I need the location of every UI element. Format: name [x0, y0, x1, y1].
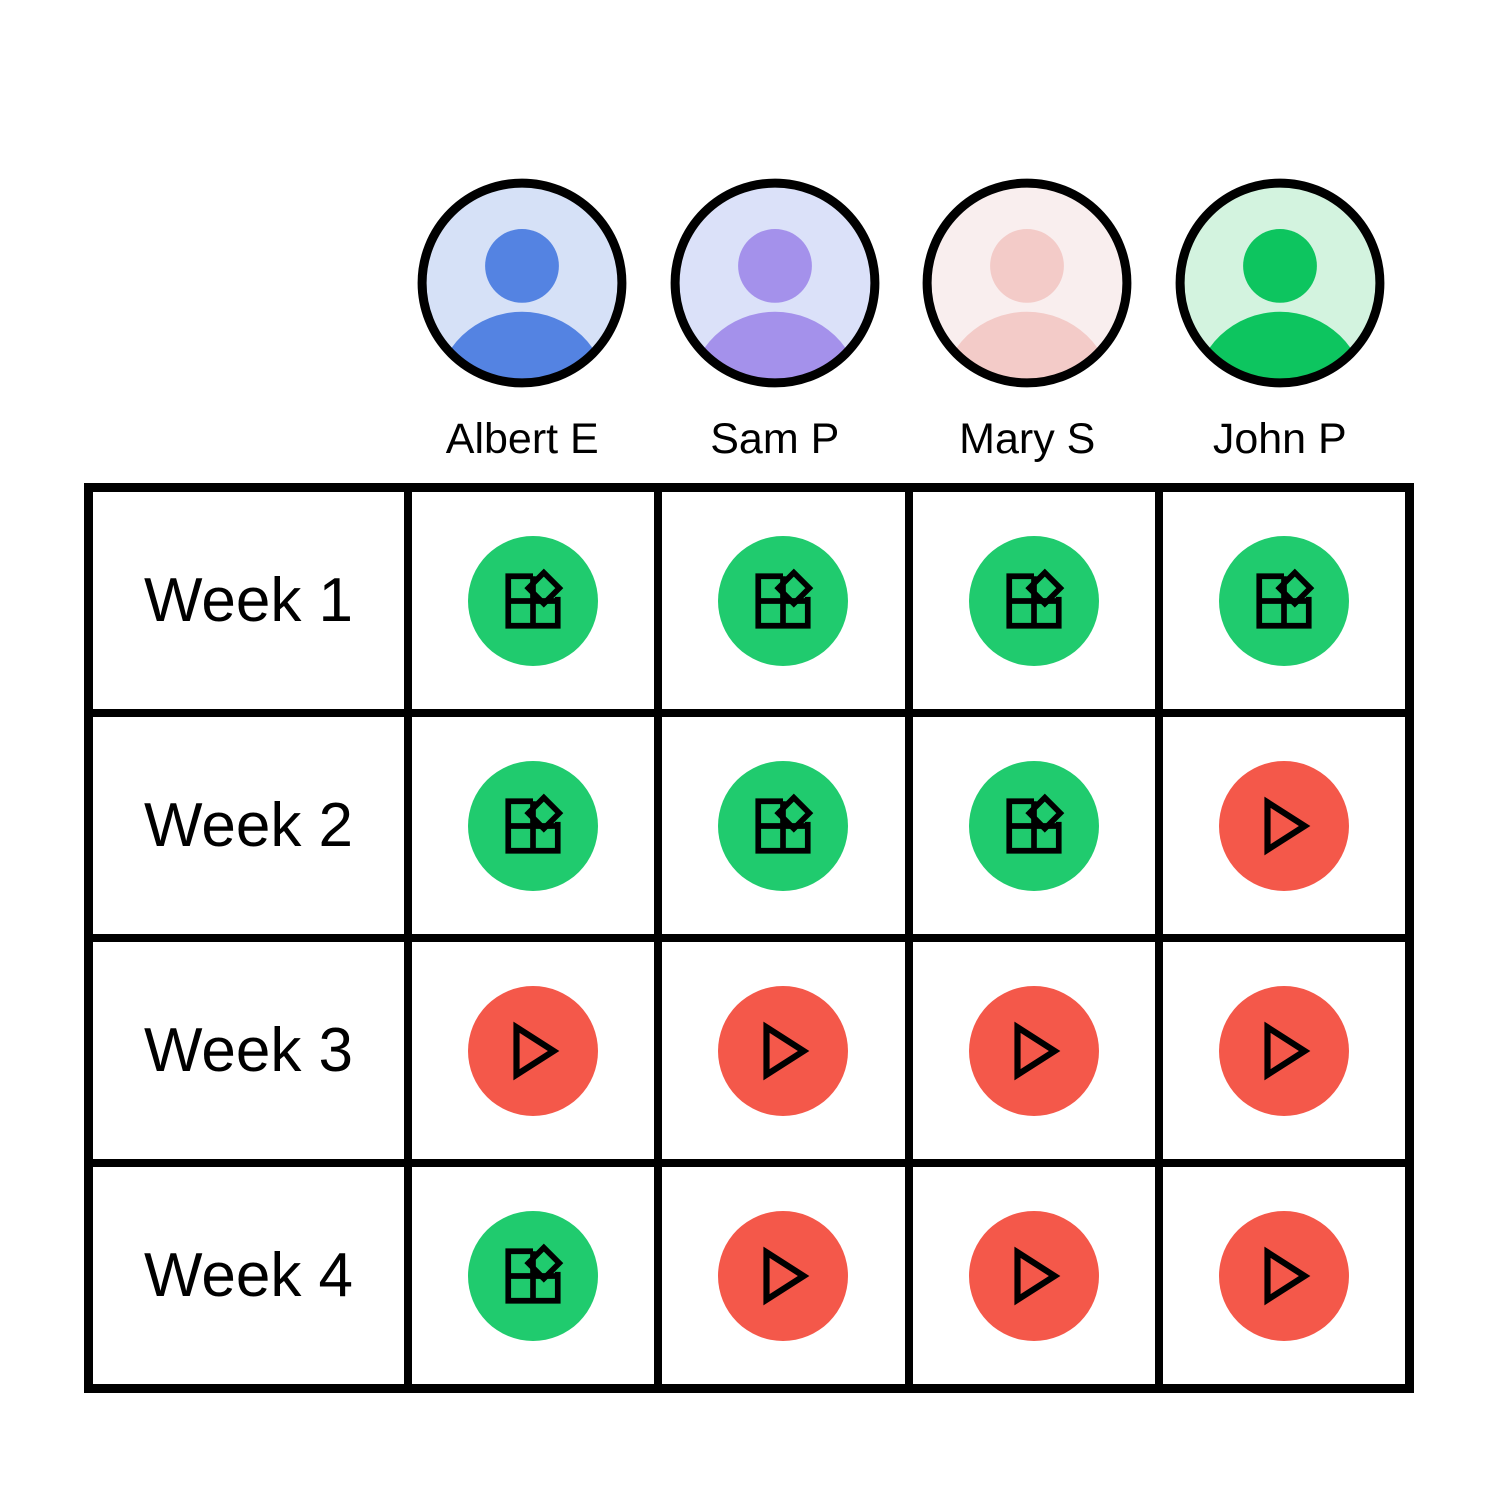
status-circle-done[interactable]: [968, 535, 1099, 666]
status-cell: [1162, 942, 1405, 1159]
row-label-week-3: Week 3: [93, 942, 404, 1159]
status-cell: [912, 717, 1155, 934]
avatar: [1175, 178, 1385, 388]
status-circle-done[interactable]: [468, 535, 599, 666]
play-icon: [1014, 1021, 1060, 1080]
status-cell: [912, 942, 1155, 1159]
status-cell: [912, 1167, 1155, 1384]
status-circle-pending[interactable]: [968, 1210, 1099, 1341]
status-cell: [912, 492, 1155, 709]
blocks-icon: [505, 793, 564, 854]
status-circle-pending[interactable]: [718, 985, 849, 1116]
play-icon: [763, 1021, 810, 1080]
row-label-week-1: Week 1: [93, 492, 404, 709]
avatar: [670, 178, 880, 388]
status-cell: [412, 1167, 655, 1384]
blocks-icon: [1006, 568, 1064, 629]
row-label-week-2: Week 2: [93, 717, 404, 934]
status-circle-done[interactable]: [718, 535, 849, 666]
person-sam-p[interactable]: Sam P: [649, 175, 902, 464]
status-cell: [412, 492, 655, 709]
status-circle-pending[interactable]: [968, 985, 1099, 1116]
status-circle-done[interactable]: [468, 760, 599, 891]
avatar: [922, 178, 1132, 388]
status-cell: [1162, 717, 1405, 934]
person-albert-e[interactable]: Albert E: [396, 175, 649, 464]
status-circle-pending[interactable]: [1218, 1210, 1349, 1341]
status-cell: [662, 942, 905, 1159]
status-circle-done[interactable]: [968, 760, 1099, 891]
person-name: John P: [1212, 415, 1347, 463]
status-cell: [1162, 1167, 1405, 1384]
blocks-icon: [755, 568, 814, 629]
blocks-icon: [505, 568, 564, 629]
status-circle-pending[interactable]: [718, 1210, 849, 1341]
row-label-week-4: Week 4: [93, 1167, 404, 1384]
status-cell: [1162, 492, 1405, 709]
status-cell: [662, 1167, 905, 1384]
status-cell: [412, 942, 655, 1159]
play-icon: [513, 1021, 560, 1080]
blocks-icon: [1256, 568, 1315, 629]
blocks-icon: [1006, 793, 1064, 854]
status-circle-pending[interactable]: [468, 985, 599, 1116]
person-name: Mary S: [959, 415, 1096, 463]
status-circle-done[interactable]: [1218, 535, 1349, 666]
blocks-icon: [505, 1243, 564, 1304]
play-icon: [1264, 1021, 1311, 1080]
status-cell: [662, 717, 905, 934]
play-icon: [763, 1246, 810, 1305]
blocks-icon: [755, 793, 814, 854]
status-cell: [412, 717, 655, 934]
play-icon: [1014, 1246, 1060, 1305]
person-mary-s[interactable]: Mary S: [901, 175, 1154, 464]
status-circle-done[interactable]: [468, 1210, 599, 1341]
status-circle-pending[interactable]: [1218, 985, 1349, 1116]
person-name: Sam P: [710, 415, 840, 463]
avatar: [417, 178, 627, 388]
status-cell: [662, 492, 905, 709]
status-table: Week 1 Week 2: [84, 483, 1414, 1393]
person-john-p[interactable]: John P: [1154, 175, 1407, 464]
people-header: Albert E Sam P: [396, 175, 1406, 464]
status-circle-done[interactable]: [718, 760, 849, 891]
person-name: Albert E: [445, 415, 599, 463]
status-circle-pending[interactable]: [1218, 760, 1349, 891]
play-icon: [1264, 1246, 1311, 1305]
play-icon: [1264, 796, 1311, 855]
